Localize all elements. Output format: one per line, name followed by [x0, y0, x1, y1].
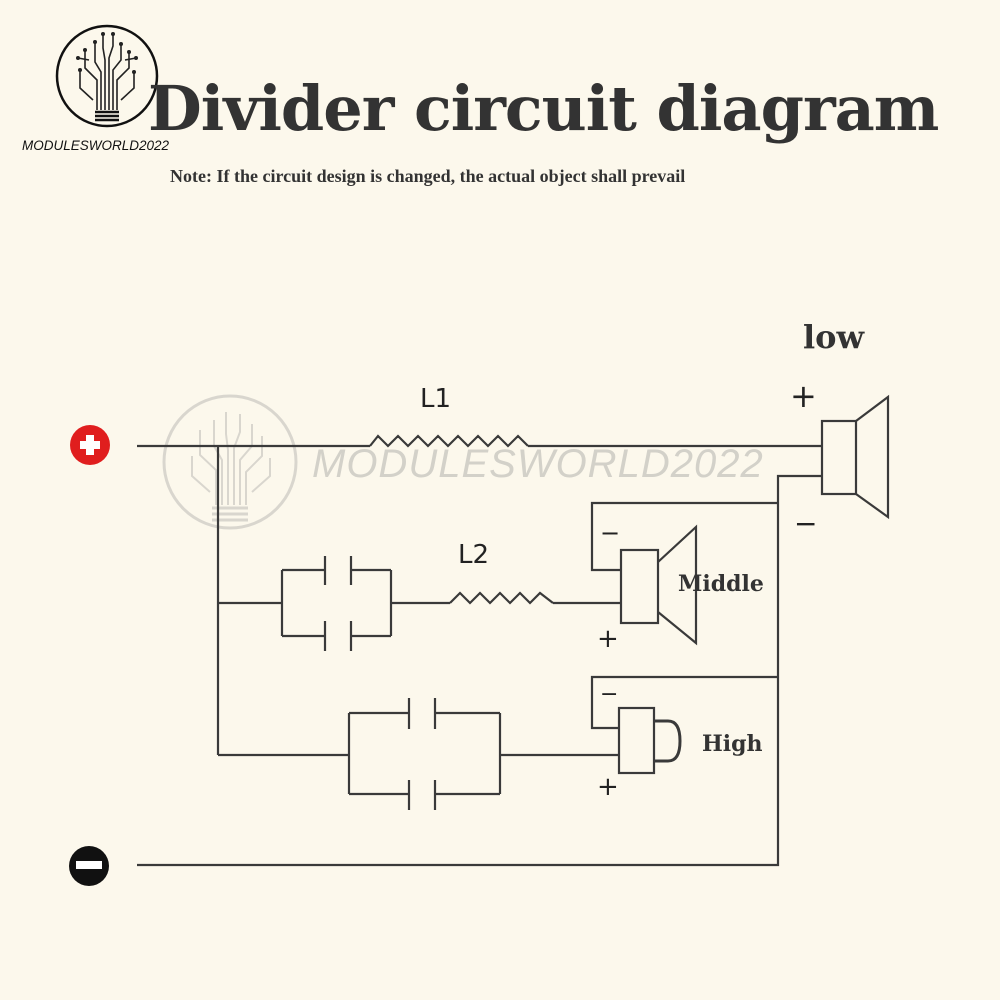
- brand-name: MODULESWORLD2022: [22, 138, 170, 153]
- middle-plus-sign: +: [597, 624, 619, 654]
- high-tweeter-icon: [617, 706, 682, 775]
- inductor-l2: [449, 591, 554, 605]
- middle-minus-sign: −: [600, 519, 621, 547]
- page-title: Divider circuit diagram: [148, 72, 939, 145]
- inductor-l1-label: L1: [420, 384, 452, 414]
- middle-speaker-label: Middle: [678, 571, 764, 597]
- low-speaker-label: low: [803, 318, 865, 356]
- watermark-text: MODULESWORLD2022: [312, 442, 764, 486]
- wire-negative-rail: [137, 474, 822, 867]
- inductor-l2-label: L2: [458, 540, 490, 570]
- low-minus-sign: −: [794, 507, 818, 540]
- wire-mid-negative: [590, 501, 778, 572]
- wire-high-negative: [590, 675, 778, 730]
- high-minus-sign: −: [600, 682, 619, 707]
- low-speaker-icon: [820, 394, 890, 520]
- high-plus-sign: +: [597, 772, 619, 802]
- inductor-l1: [369, 434, 529, 448]
- high-speaker-label: High: [702, 731, 763, 757]
- middle-speaker-icon: [619, 524, 698, 646]
- low-plus-sign: +: [790, 377, 817, 415]
- note-text: Note: If the circuit design is changed, …: [170, 166, 686, 186]
